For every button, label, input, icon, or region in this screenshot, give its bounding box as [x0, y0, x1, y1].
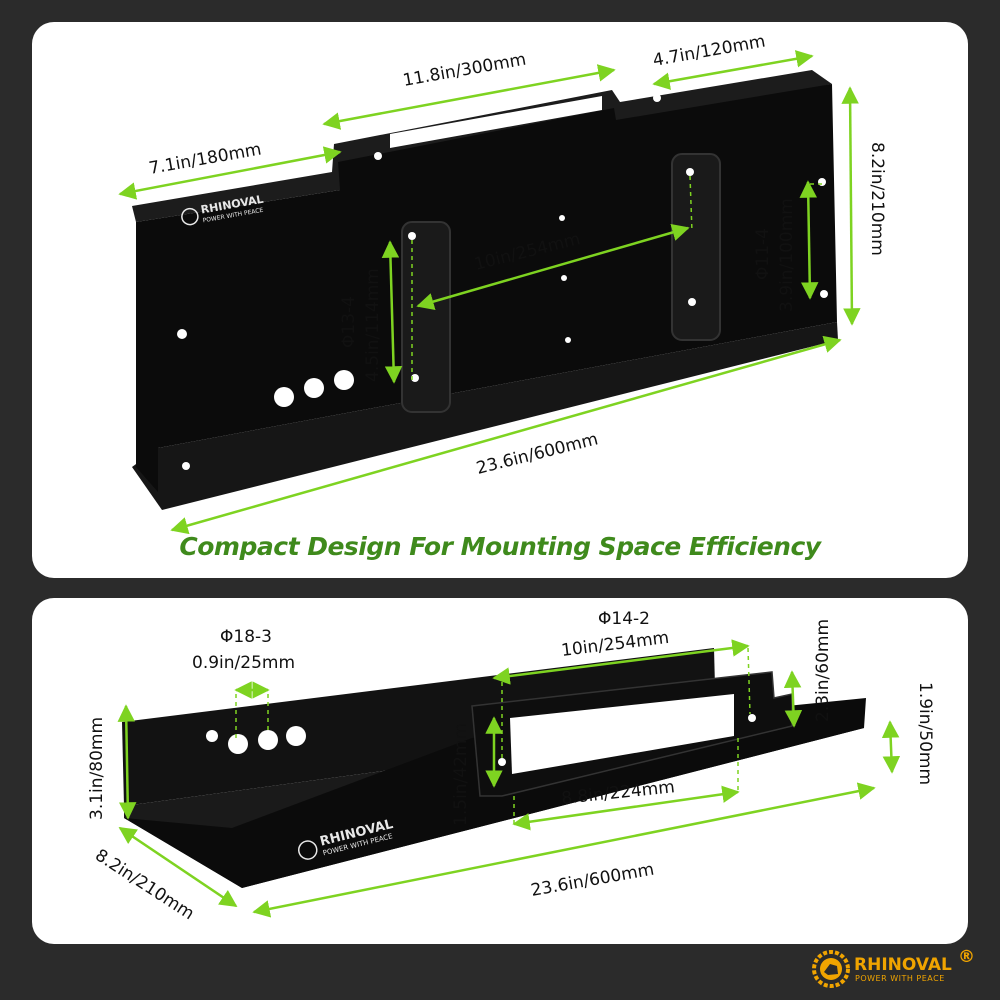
dim-left-holes-phi: Φ13-4: [339, 296, 359, 348]
dim-length: 23.6in/600mm: [474, 429, 600, 479]
dim-right-holes-phi: Φ11-4: [753, 228, 773, 280]
dim-slot-height: 1.5in/42mm: [451, 723, 471, 826]
dim-slot-width: 11.8in/300mm: [401, 50, 527, 91]
dim-left-holes-span: 4.5in/114mm: [363, 268, 383, 382]
dim-plate-height: 8.2in/210mm: [867, 142, 887, 256]
winch-mount-plate-top: RHINOVAL POWER WITH PEACE: [132, 70, 838, 510]
dim-right-holes-span: 3.9in/100mm: [777, 198, 797, 312]
dim-flange-height: 2.3in/60mm: [813, 619, 833, 722]
gear-icon: [181, 207, 199, 226]
brand-logo: RHINOVAL ® POWER WITH PEACE: [812, 948, 975, 988]
bottom-bracket-illustration: RHINOVAL POWER WITH PEACE Φ18-3 0.9in/25…: [87, 609, 935, 924]
dim-right-flange: 4.7in/120mm: [651, 31, 767, 70]
brand-tagline: POWER WITH PEACE: [855, 974, 945, 983]
dimension-lines: [117, 639, 901, 918]
top-product-panel: RHINOVAL POWER WITH PEACE 11.8in/300mm 4…: [32, 22, 968, 578]
top-bracket-illustration: RHINOVAL POWER WITH PEACE 11.8in/300mm 4…: [118, 31, 887, 535]
gear-rhino-icon: [812, 950, 850, 988]
dim-length: 23.6in/600mm: [529, 860, 655, 901]
headline: Compact Design For Mounting Space Effici…: [179, 532, 821, 561]
dim-side-height: 3.1in/80mm: [87, 717, 107, 820]
brand-name: RHINOVAL: [854, 955, 952, 975]
dim-left-flange: 7.1in/180mm: [147, 139, 263, 178]
dim-slot-phi: Φ14-2: [598, 609, 650, 629]
registered-mark: ®: [958, 948, 975, 967]
dim-holes-size: 0.9in/25mm: [192, 653, 295, 673]
dim-depth: 8.2in/210mm: [91, 845, 197, 924]
dim-holes-phi: Φ18-3: [220, 627, 272, 647]
dimension-lines: [118, 50, 861, 535]
dim-end-height: 1.9in/50mm: [915, 682, 935, 785]
bottom-product-panel: RHINOVAL POWER WITH PEACE Φ18-3 0.9in/25…: [32, 598, 968, 944]
